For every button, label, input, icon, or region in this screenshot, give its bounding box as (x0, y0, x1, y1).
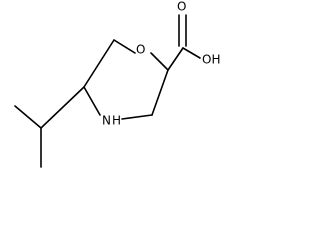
bond-c5-isopropyl-ch (40, 86, 85, 129)
carbonyl-oxygen-label: O (177, 0, 186, 14)
bond-c6-o1 (113, 39, 136, 54)
ring-nitrogen-hydrogen-label: H (112, 114, 121, 128)
bond-c3-n4 (121, 114, 153, 120)
bond-o1-c2 (150, 52, 169, 71)
bond-n4-c5 (83, 86, 101, 116)
chemical-structure-diagram: O N H OH O (14, 0, 220, 168)
ring-oxygen-label: O (136, 43, 145, 57)
bond-c5-c6 (83, 39, 115, 88)
ring-nitrogen-label: N (102, 114, 111, 128)
bond-isopropyl-methyl-left (14, 105, 42, 129)
bond-c2-carboxyl-carbon (167, 47, 184, 71)
hydroxyl-label: OH (202, 53, 220, 67)
bond-c2-c3 (151, 69, 169, 116)
bond-carboxyl-carbon-hydroxyl (182, 47, 201, 59)
